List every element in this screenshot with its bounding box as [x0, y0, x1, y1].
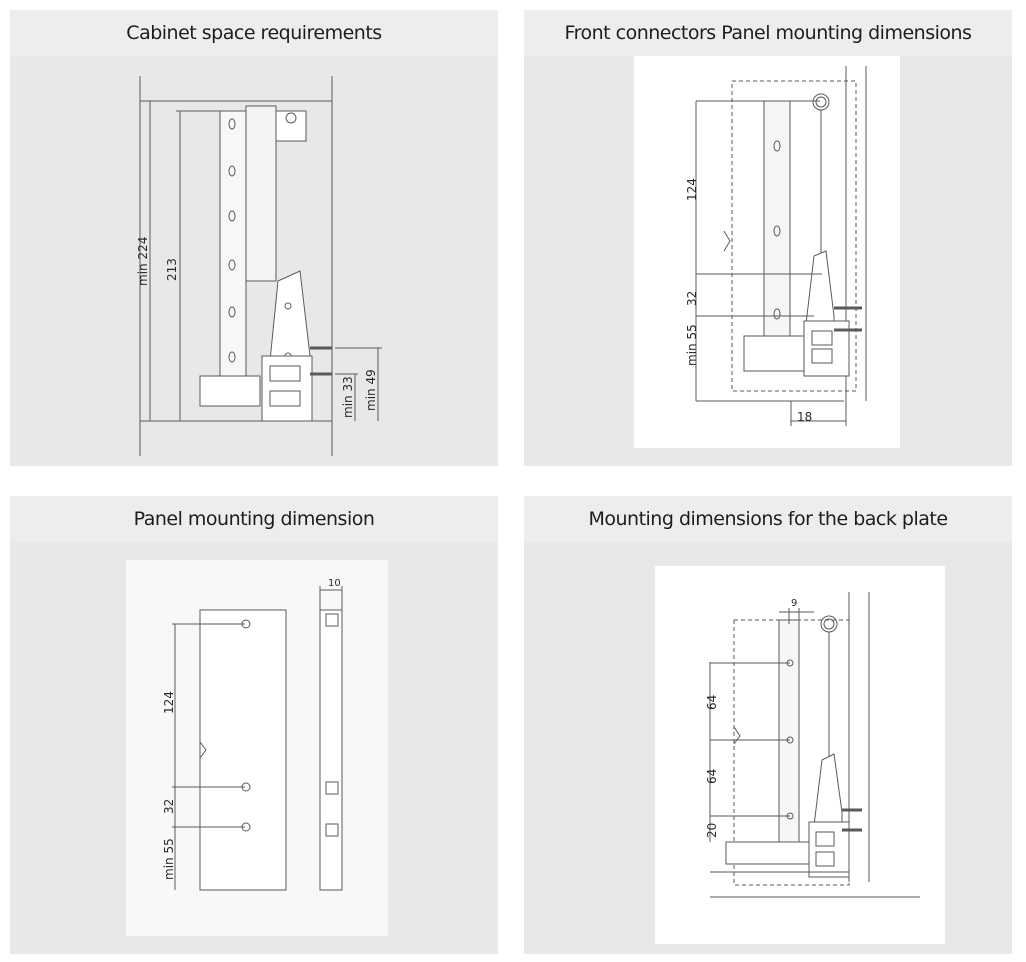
dim-124: 124	[685, 178, 699, 201]
panel-title: Mounting dimensions for the back plate	[524, 496, 1012, 542]
front-connectors-drawing: 124 32 min 55 18	[634, 56, 900, 448]
dim-213: 213	[165, 258, 179, 281]
dim-20: 20	[705, 823, 719, 838]
diagram-front-connectors: 124 32 min 55 18	[524, 56, 1012, 466]
dim-124: 124	[162, 691, 176, 714]
dim-min55: min 55	[685, 324, 699, 366]
dim-min49: min 49	[364, 369, 378, 411]
diagram-panel-mounting: 10 124 32 min 55	[10, 542, 498, 954]
dim-9: 9	[791, 598, 797, 609]
back-plate-drawing: 9 64 64 20	[655, 566, 945, 944]
panel-mounting-drawing: 10 124 32 min 55	[126, 560, 388, 936]
dim-min224: min 224	[136, 237, 150, 286]
panel-title: Front connectors Panel mounting dimensio…	[524, 10, 1012, 56]
panel-back-plate: Mounting dimensions for the back plate	[524, 496, 1012, 954]
panel-title: Cabinet space requirements	[10, 10, 498, 56]
diagram-back-plate: 9 64 64 20	[524, 542, 1012, 954]
dim-18: 18	[797, 410, 812, 424]
dim-64b: 64	[705, 769, 719, 784]
dim-10: 10	[328, 578, 341, 589]
dim-64a: 64	[705, 695, 719, 710]
dim-32: 32	[162, 799, 176, 814]
dim-min55: min 55	[162, 838, 176, 880]
diagram-cabinet-space: min 224 213 min 33 min 49	[10, 56, 498, 466]
panel-title: Panel mounting dimension	[10, 496, 498, 542]
dim-32: 32	[685, 291, 699, 306]
panel-panel-mounting: Panel mounting dimension	[10, 496, 498, 954]
panel-cabinet-space: Cabinet space requirements	[10, 10, 498, 466]
dim-min33: min 33	[341, 376, 355, 418]
panel-front-connectors: Front connectors Panel mounting dimensio…	[524, 10, 1012, 466]
cabinet-space-drawing: min 224 213 min 33 min 49	[136, 76, 382, 456]
